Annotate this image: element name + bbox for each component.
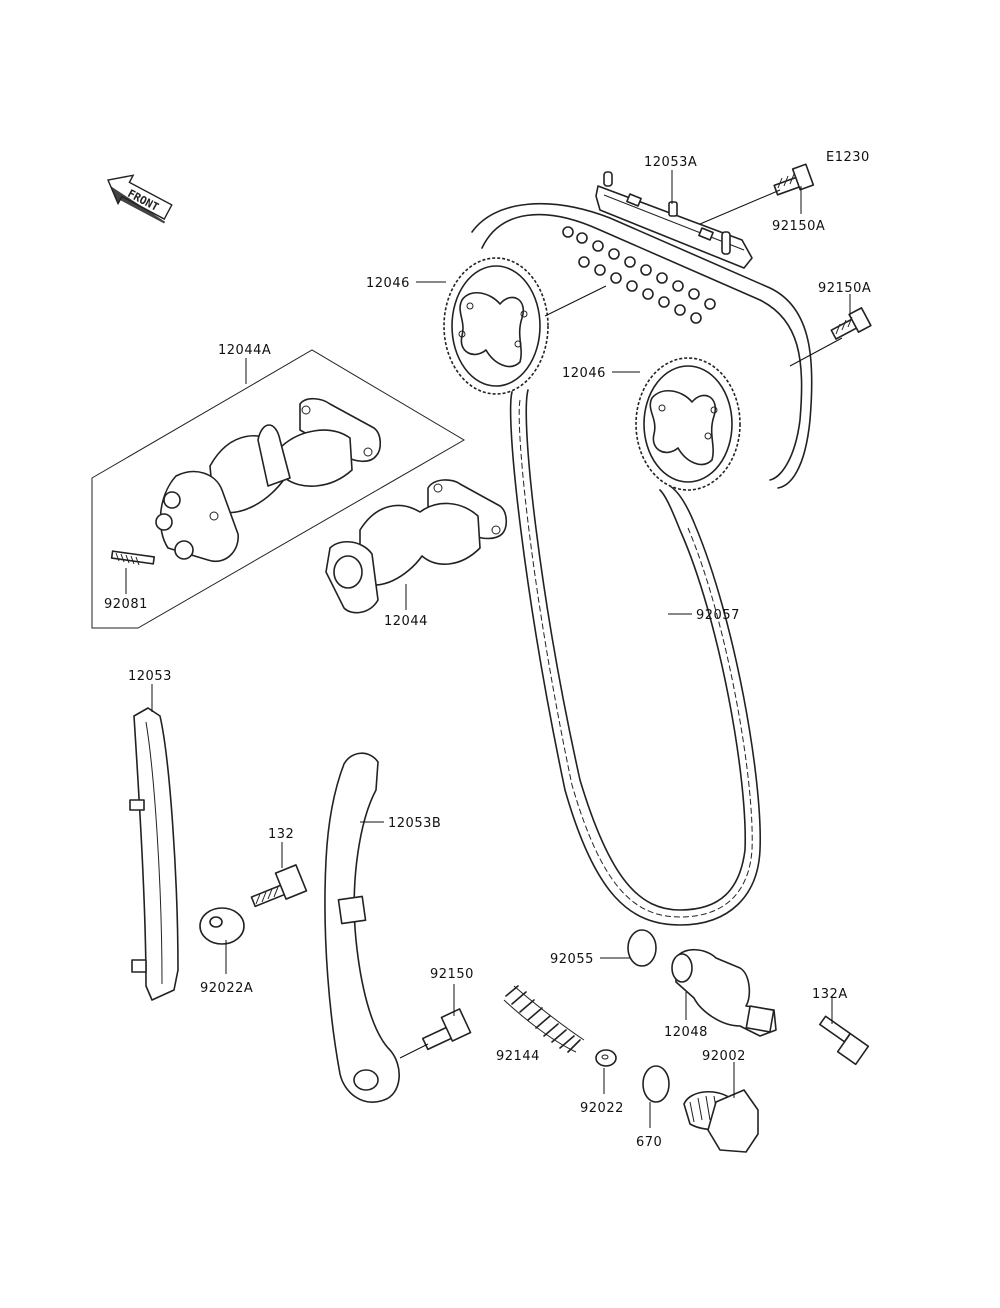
callout-92057: 92057	[696, 608, 740, 623]
callout-12044a: 12044A	[218, 343, 271, 358]
callout-92150a-top: 92150A	[772, 219, 825, 234]
chain-links	[562, 226, 716, 324]
tensioner-12048	[671, 948, 777, 1037]
callout-12046-top: 12046	[366, 276, 410, 291]
o-ring-92055	[627, 929, 657, 967]
callout-92022: 92022	[580, 1101, 624, 1116]
washer-92022	[595, 1049, 617, 1067]
bolt-92150a-mid	[830, 307, 872, 340]
bolt-132a	[819, 1015, 870, 1066]
diagram-code: E1230	[826, 150, 870, 165]
plug-92002	[683, 1089, 759, 1153]
callout-92150: 92150	[430, 967, 474, 982]
callout-12044: 12044	[384, 614, 428, 629]
sprocket-12046-mid	[635, 357, 741, 491]
callout-92081: 92081	[104, 597, 148, 612]
bolt-132	[250, 864, 308, 908]
callout-92055: 92055	[550, 952, 594, 967]
chain-guide-12053	[129, 707, 179, 1001]
chain-guide-top	[595, 171, 753, 269]
callout-132: 132	[268, 827, 294, 842]
callout-92002: 92002	[702, 1049, 746, 1064]
camshaft-12044a-box	[91, 349, 465, 629]
sprocket-12046-top	[443, 257, 549, 395]
o-ring-670	[642, 1065, 670, 1103]
callout-670: 670	[636, 1135, 662, 1150]
callout-92022a: 92022A	[200, 981, 253, 996]
callout-132a: 132A	[812, 987, 848, 1002]
callout-12046-mid: 12046	[562, 366, 606, 381]
callout-12053: 12053	[128, 669, 172, 684]
callout-92150a-mid: 92150A	[818, 281, 871, 296]
camshaft-12044	[325, 479, 508, 614]
callout-92144: 92144	[496, 1049, 540, 1064]
washer-92022a	[199, 907, 245, 945]
cam-chain	[471, 203, 813, 926]
chain-guide-12053b	[324, 752, 400, 1103]
callout-12048: 12048	[664, 1025, 708, 1040]
callout-12053a: 12053A	[644, 155, 697, 170]
bolt-92150a-top	[773, 163, 815, 196]
callout-12053b: 12053B	[388, 816, 441, 831]
leader-lines	[125, 170, 851, 1128]
bolt-92150	[421, 1008, 472, 1051]
spring-92144	[503, 985, 585, 1053]
front-arrow-icon: FRONT	[106, 174, 173, 224]
